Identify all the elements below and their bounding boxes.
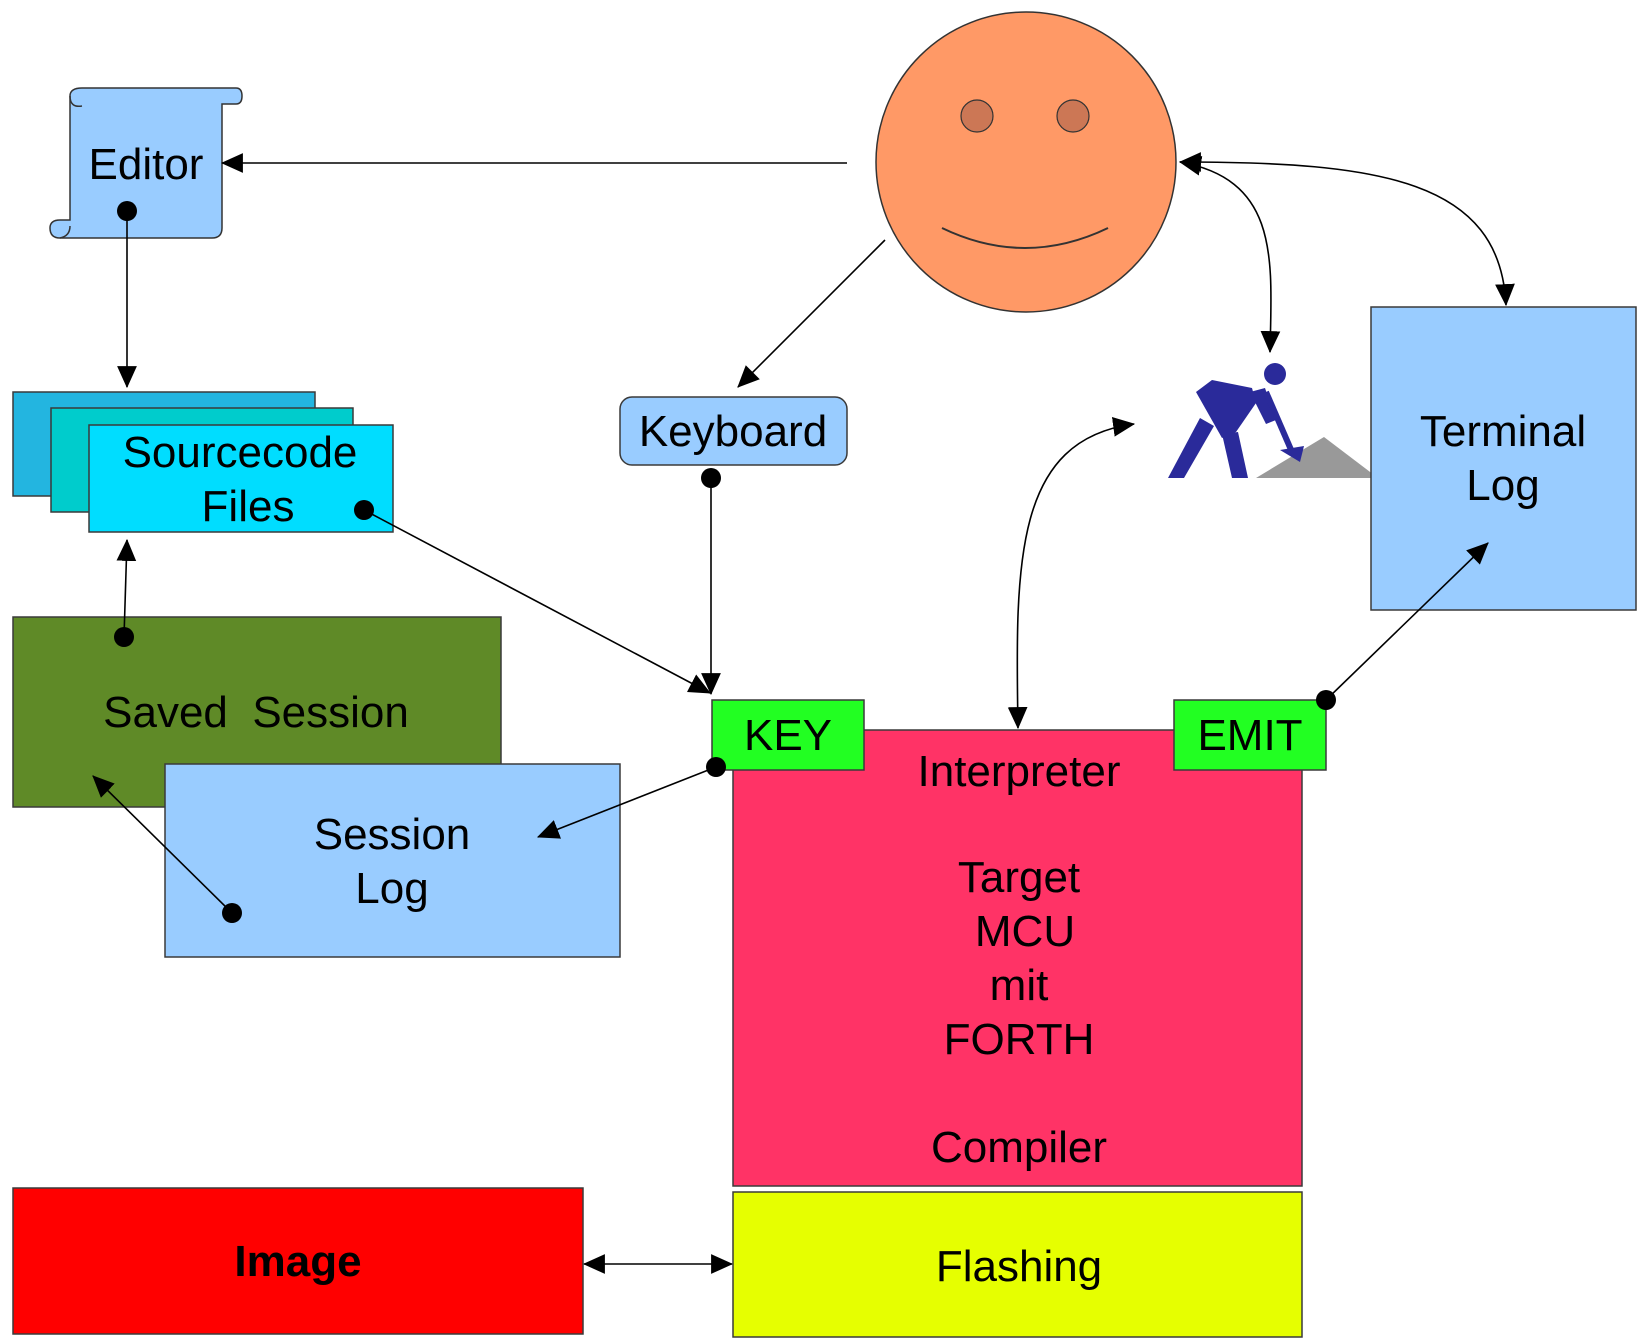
edge-emit-terminal-dot (1316, 690, 1336, 710)
emit-port-label: EMIT (1197, 711, 1302, 760)
scroll-icon (49, 87, 243, 239)
right-eye (1056, 99, 1090, 133)
target-mcu-line5: FORTH (944, 1015, 1095, 1064)
terminal-log-label-line2: Log (1466, 461, 1539, 510)
edge-savedsession-sourcecode-dot (114, 627, 134, 647)
target-mcu-node: Interpreter Target MCU mit FORTH Compile… (732, 729, 1303, 1187)
editor-node: Editor (49, 87, 243, 239)
image-label: Image (234, 1237, 361, 1286)
target-mcu-line2: Target (958, 853, 1080, 902)
terminal-log-node: Terminal Log (1370, 306, 1637, 611)
sourcecode-files-node: Sourcecode Files (12, 391, 394, 533)
edge-user-keyboard (737, 239, 886, 388)
sand-pile (1256, 437, 1378, 478)
image-node: Image (12, 1187, 584, 1335)
sourcecode-label-line2: Files (202, 482, 295, 531)
terminal-log-label-line1: Terminal (1420, 407, 1586, 456)
edge-sourcecode-key (363, 509, 711, 694)
edge-editor-sourcecode-dot (117, 201, 137, 221)
key-port-label: KEY (744, 711, 832, 760)
session-log-node: Session Log (164, 763, 621, 958)
keyboard-node: Keyboard (619, 396, 848, 466)
edge-user-terminal (1178, 152, 1515, 307)
target-mcu-line3: MCU (975, 907, 1075, 956)
edge-key-sessionlog (536, 766, 717, 839)
flashing-node: Flashing (732, 1191, 1303, 1338)
target-mcu-line1: Interpreter (918, 747, 1121, 796)
session-log-label-line1: Session (314, 810, 471, 859)
target-mcu-line4: mit (990, 961, 1049, 1010)
edge-user-worker (1178, 155, 1281, 354)
left-eye (960, 99, 994, 133)
keyboard-label: Keyboard (639, 407, 827, 456)
flashing-label: Flashing (936, 1242, 1102, 1291)
construction-worker-icon (1168, 363, 1378, 478)
saved-session-label: Saved Session (103, 688, 409, 737)
target-mcu-line6: Compiler (931, 1123, 1107, 1172)
emit-port-node: EMIT (1173, 699, 1327, 771)
edge-sessionlog-savedsession (92, 775, 233, 914)
edge-interpreter-worker (1007, 416, 1136, 730)
edge-key-sessionlog-dot (706, 757, 726, 777)
sourcecode-page-front (88, 424, 394, 533)
key-port-node: KEY (711, 699, 865, 771)
edge-savedsession-sourcecode (116, 538, 137, 638)
session-log-label-line2: Log (355, 864, 428, 913)
smile (941, 227, 1109, 249)
sourcecode-label-line1: Sourcecode (123, 428, 358, 477)
smiley-face-icon (875, 11, 1177, 313)
edge-sessionlog-savedsession-dot (222, 903, 242, 923)
edge-sourcecode-key-dot (354, 500, 374, 520)
editor-label: Editor (89, 140, 204, 189)
edge-keyboard-key-dot (701, 468, 721, 488)
edge-emit-terminal (1325, 542, 1489, 701)
